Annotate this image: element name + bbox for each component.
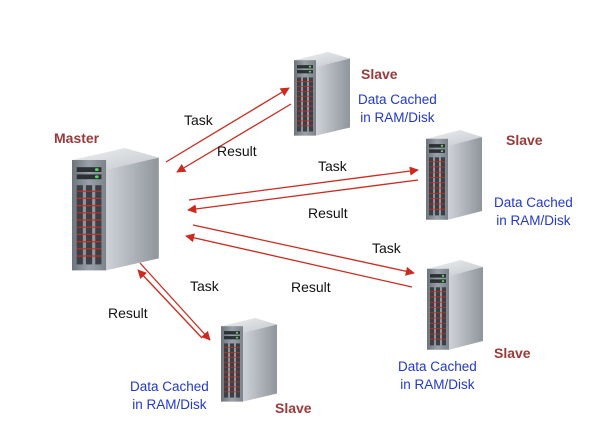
slave-1-result-label: Result: [217, 143, 257, 159]
slave-4-cache-line1: Data Cached: [130, 379, 209, 394]
slave-2-label: Slave: [506, 132, 543, 148]
slave-4-task-label: Task: [190, 278, 219, 294]
task-arrow-slave-2: [188, 166, 419, 201]
slave-2-server-icon: [425, 129, 483, 221]
slave-4-cache-line2: in RAM/Disk: [132, 397, 207, 412]
slave-3-cache-line1: Data Cached: [398, 359, 477, 374]
master-server-icon: [71, 147, 160, 272]
slave-4-result-label: Result: [108, 305, 148, 321]
master-label: Master: [54, 130, 100, 146]
slave-1-cache-line2: in RAM/Disk: [360, 110, 435, 125]
slave-3-label: Slave: [494, 345, 531, 361]
slave-3-task-label: Task: [372, 240, 401, 256]
slave-4-cache-text: Data Cached in RAM/Disk: [130, 378, 209, 414]
slave-2-result-label: Result: [308, 205, 348, 221]
task-arrow-slave-1: [165, 87, 290, 163]
slave-1-cache-line1: Data Cached: [358, 92, 437, 107]
slave-3-result-label: Result: [291, 279, 331, 295]
slave-3-cache-line2: in RAM/Disk: [400, 377, 475, 392]
task-arrow-slave-3: [192, 224, 415, 276]
task-arrow-slave-4: [139, 262, 211, 341]
result-arrow-slave-1: [176, 103, 292, 173]
slave-1-cache-text: Data Cached in RAM/Disk: [358, 91, 437, 127]
slave-1-server-icon: [293, 51, 351, 137]
slave-2-cache-line1: Data Cached: [494, 195, 573, 210]
slave-1-label: Slave: [361, 66, 398, 82]
result-arrow-slave-2: [187, 179, 419, 214]
slave-3-cache-text: Data Cached in RAM/Disk: [398, 358, 477, 394]
slave-3-server-icon: [426, 259, 484, 351]
result-arrow-slave-4: [137, 269, 203, 339]
slave-2-cache-text: Data Cached in RAM/Disk: [494, 194, 573, 230]
slave-1-task-label: Task: [184, 112, 213, 128]
slave-4-label: Slave: [275, 400, 312, 416]
slave-4-server-icon: [220, 317, 278, 403]
slave-2-cache-line2: in RAM/Disk: [496, 213, 571, 228]
result-arrow-slave-3: [185, 233, 413, 288]
slave-2-task-label: Task: [318, 158, 347, 174]
